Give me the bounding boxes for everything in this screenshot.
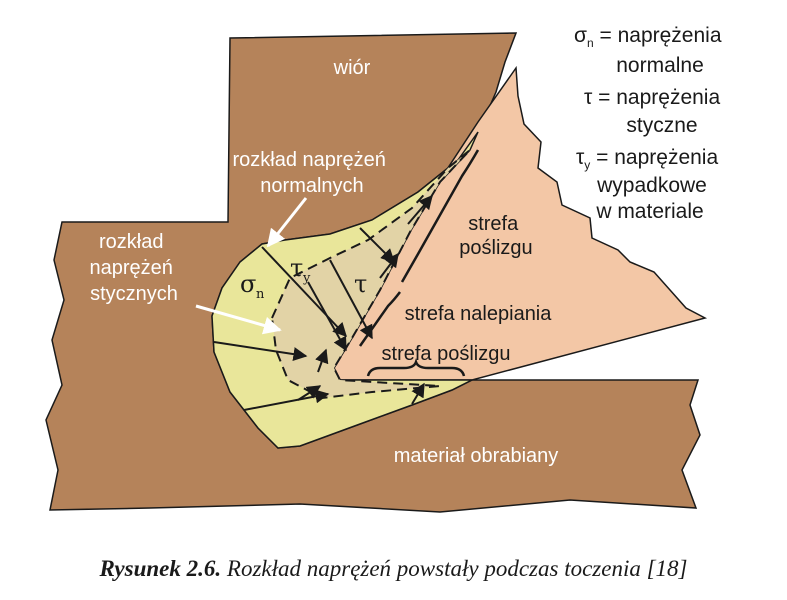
legend-line-3b: wypadkowe xyxy=(596,174,707,197)
tangent-dist-leader xyxy=(195,304,282,335)
normal-dist-leader xyxy=(266,197,308,248)
shear-arrow-flank xyxy=(411,382,425,405)
tau-arrow xyxy=(329,259,373,340)
slip-zone-lower-label: strefa poślizgu xyxy=(382,343,511,365)
legend-line-2b: styczne xyxy=(626,114,697,137)
svg-text:τ: τ xyxy=(290,254,303,282)
brace-stick xyxy=(358,291,401,347)
tangent-dist-label: rozkład naprężeń stycznych xyxy=(90,231,179,305)
tau-y-arrow xyxy=(307,281,347,352)
figure-caption: Rysunek 2.6. Rozkład naprężeń powstały p… xyxy=(0,556,787,582)
svg-text:n: n xyxy=(256,287,265,302)
shear-arrow-upper xyxy=(379,252,399,279)
workpiece-label: materiał obrabiany xyxy=(394,445,559,467)
stress-arrows xyxy=(213,194,433,411)
brace-slip-upper xyxy=(400,149,480,283)
legend-line-1: σn = naprężenia xyxy=(574,24,722,50)
normal-dist-label: rozkład naprężeń normalnych xyxy=(233,149,392,197)
brace-slip-lower xyxy=(366,358,466,377)
legend-line-3: τy = naprężenia xyxy=(576,146,718,172)
chip-label: wiór xyxy=(333,57,371,79)
svg-text:σ: σ xyxy=(240,270,256,298)
caption-label: Rysunek 2.6. xyxy=(99,556,222,581)
svg-text:y: y xyxy=(302,271,311,286)
legend-line-3c: w materiale xyxy=(595,200,703,223)
sigma-n-arrow xyxy=(261,246,347,338)
tau-y-symbol: τ y xyxy=(290,254,311,286)
tau-symbol: τ xyxy=(354,270,367,298)
shear-arrow-rake xyxy=(315,348,329,373)
normal-stress-arrow-mid xyxy=(213,341,308,362)
sigma-n-symbol: σ n xyxy=(240,270,265,302)
legend: σn = naprężenia normalne τ = naprężenia … xyxy=(574,24,722,223)
caption-text: Rozkład naprężeń powstały podczas toczen… xyxy=(221,556,688,581)
stick-zone-label: strefa nalepiania xyxy=(405,303,553,325)
zone-braces xyxy=(358,149,480,377)
shear-arrow-top xyxy=(407,194,433,225)
slip-zone-upper-label: strefa poślizgu xyxy=(459,213,532,259)
legend-line-2: τ = naprężenia xyxy=(584,86,720,109)
shear-arrow-rake-low xyxy=(297,385,322,401)
legend-line-1b: normalne xyxy=(616,54,704,77)
